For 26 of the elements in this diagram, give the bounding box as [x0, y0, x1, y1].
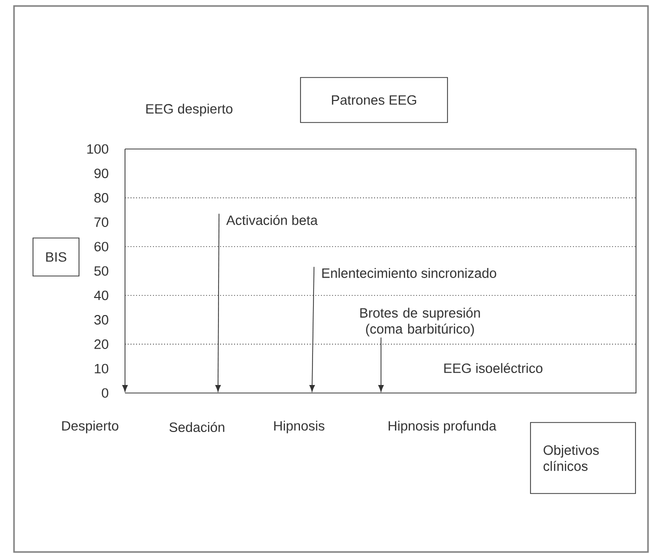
tick-label: 50 — [94, 266, 108, 276]
tick-label: 10 — [94, 364, 108, 374]
label-box: Objetivos clínicos — [530, 422, 636, 494]
tick-label: 80 — [94, 193, 108, 203]
arrow — [378, 337, 384, 392]
tick-label: 90 — [94, 168, 108, 178]
tick-label: 30 — [94, 315, 108, 325]
tick-label: 20 — [94, 339, 108, 349]
band-label: EEG despierto — [146, 104, 232, 116]
tick-label: 60 — [94, 242, 108, 252]
stage-label: Sedación — [169, 422, 224, 432]
band-label: Activación beta — [226, 214, 318, 226]
arrow — [309, 266, 315, 392]
arrow — [215, 213, 221, 392]
band-label: Brotes de supresión (coma barbitúrico) — [360, 308, 480, 336]
stage-label: Hipnosis — [274, 420, 324, 434]
label-box: Patrones EEG — [300, 77, 448, 123]
tick-label: 100 — [87, 144, 108, 154]
tick-label: 0 — [102, 388, 108, 398]
stage-label: Hipnosis profunda — [388, 420, 496, 434]
label-box: BIS — [32, 238, 80, 276]
band-label: Enlentecimiento sincronizado — [322, 268, 496, 278]
tick-label: 70 — [94, 217, 108, 227]
stage-label: Despierto — [62, 420, 118, 434]
band-label: EEG isoeléctrico — [444, 362, 542, 374]
tick-label: 40 — [94, 290, 108, 300]
